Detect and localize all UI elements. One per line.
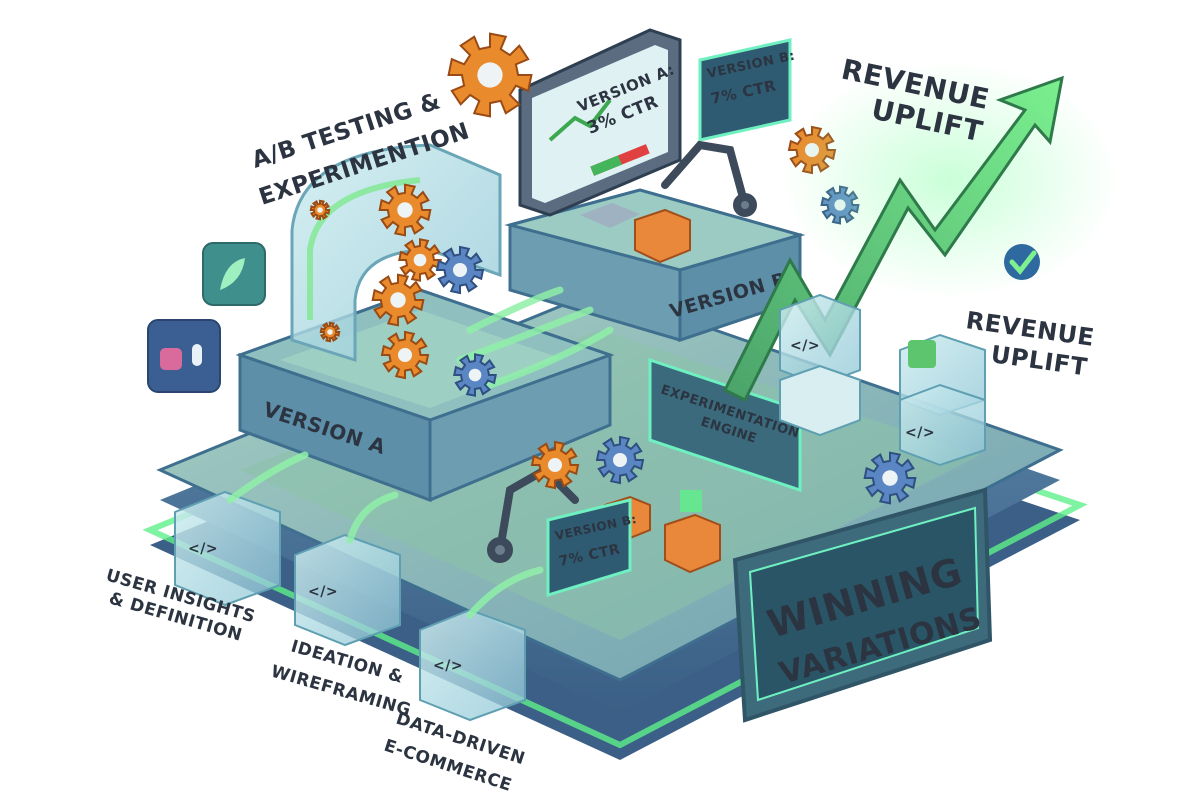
gear-hole [453,263,467,277]
gear-hole [317,207,323,213]
gear-hole [390,292,406,308]
code-glyph-step-3: </> [433,658,463,674]
screen-b-top [698,38,792,142]
gear-hole [413,253,427,267]
code-cubes-right [779,293,986,467]
gear-hole [548,458,562,472]
leaf-app-icon [202,242,266,306]
gear-hole [613,453,627,467]
gear-hole [477,62,503,88]
step-arrows [226,451,544,619]
check-icon [1004,244,1040,280]
gear-hole [397,202,413,218]
gear-hole [398,348,412,362]
winning-sign [732,487,993,723]
glass-arch [290,143,502,363]
robot-arm-top [661,140,757,217]
orange-box-top [634,208,691,264]
code-glyph-right-1: </> [790,338,820,354]
gear-hole [882,470,898,486]
monitor [518,28,682,228]
gear-hole [327,329,333,335]
step-cubes [174,490,526,722]
code-glyph-step-2: </> [308,584,338,600]
code-glyph-step-1: </> [188,541,218,557]
robot-arm-bottom [487,465,579,563]
screen-b-mid [546,498,632,598]
code-glyph-right-2: </> [905,425,935,441]
media-app-icon [147,319,221,393]
gear-hole [468,368,482,382]
flow-arrows [456,286,614,389]
